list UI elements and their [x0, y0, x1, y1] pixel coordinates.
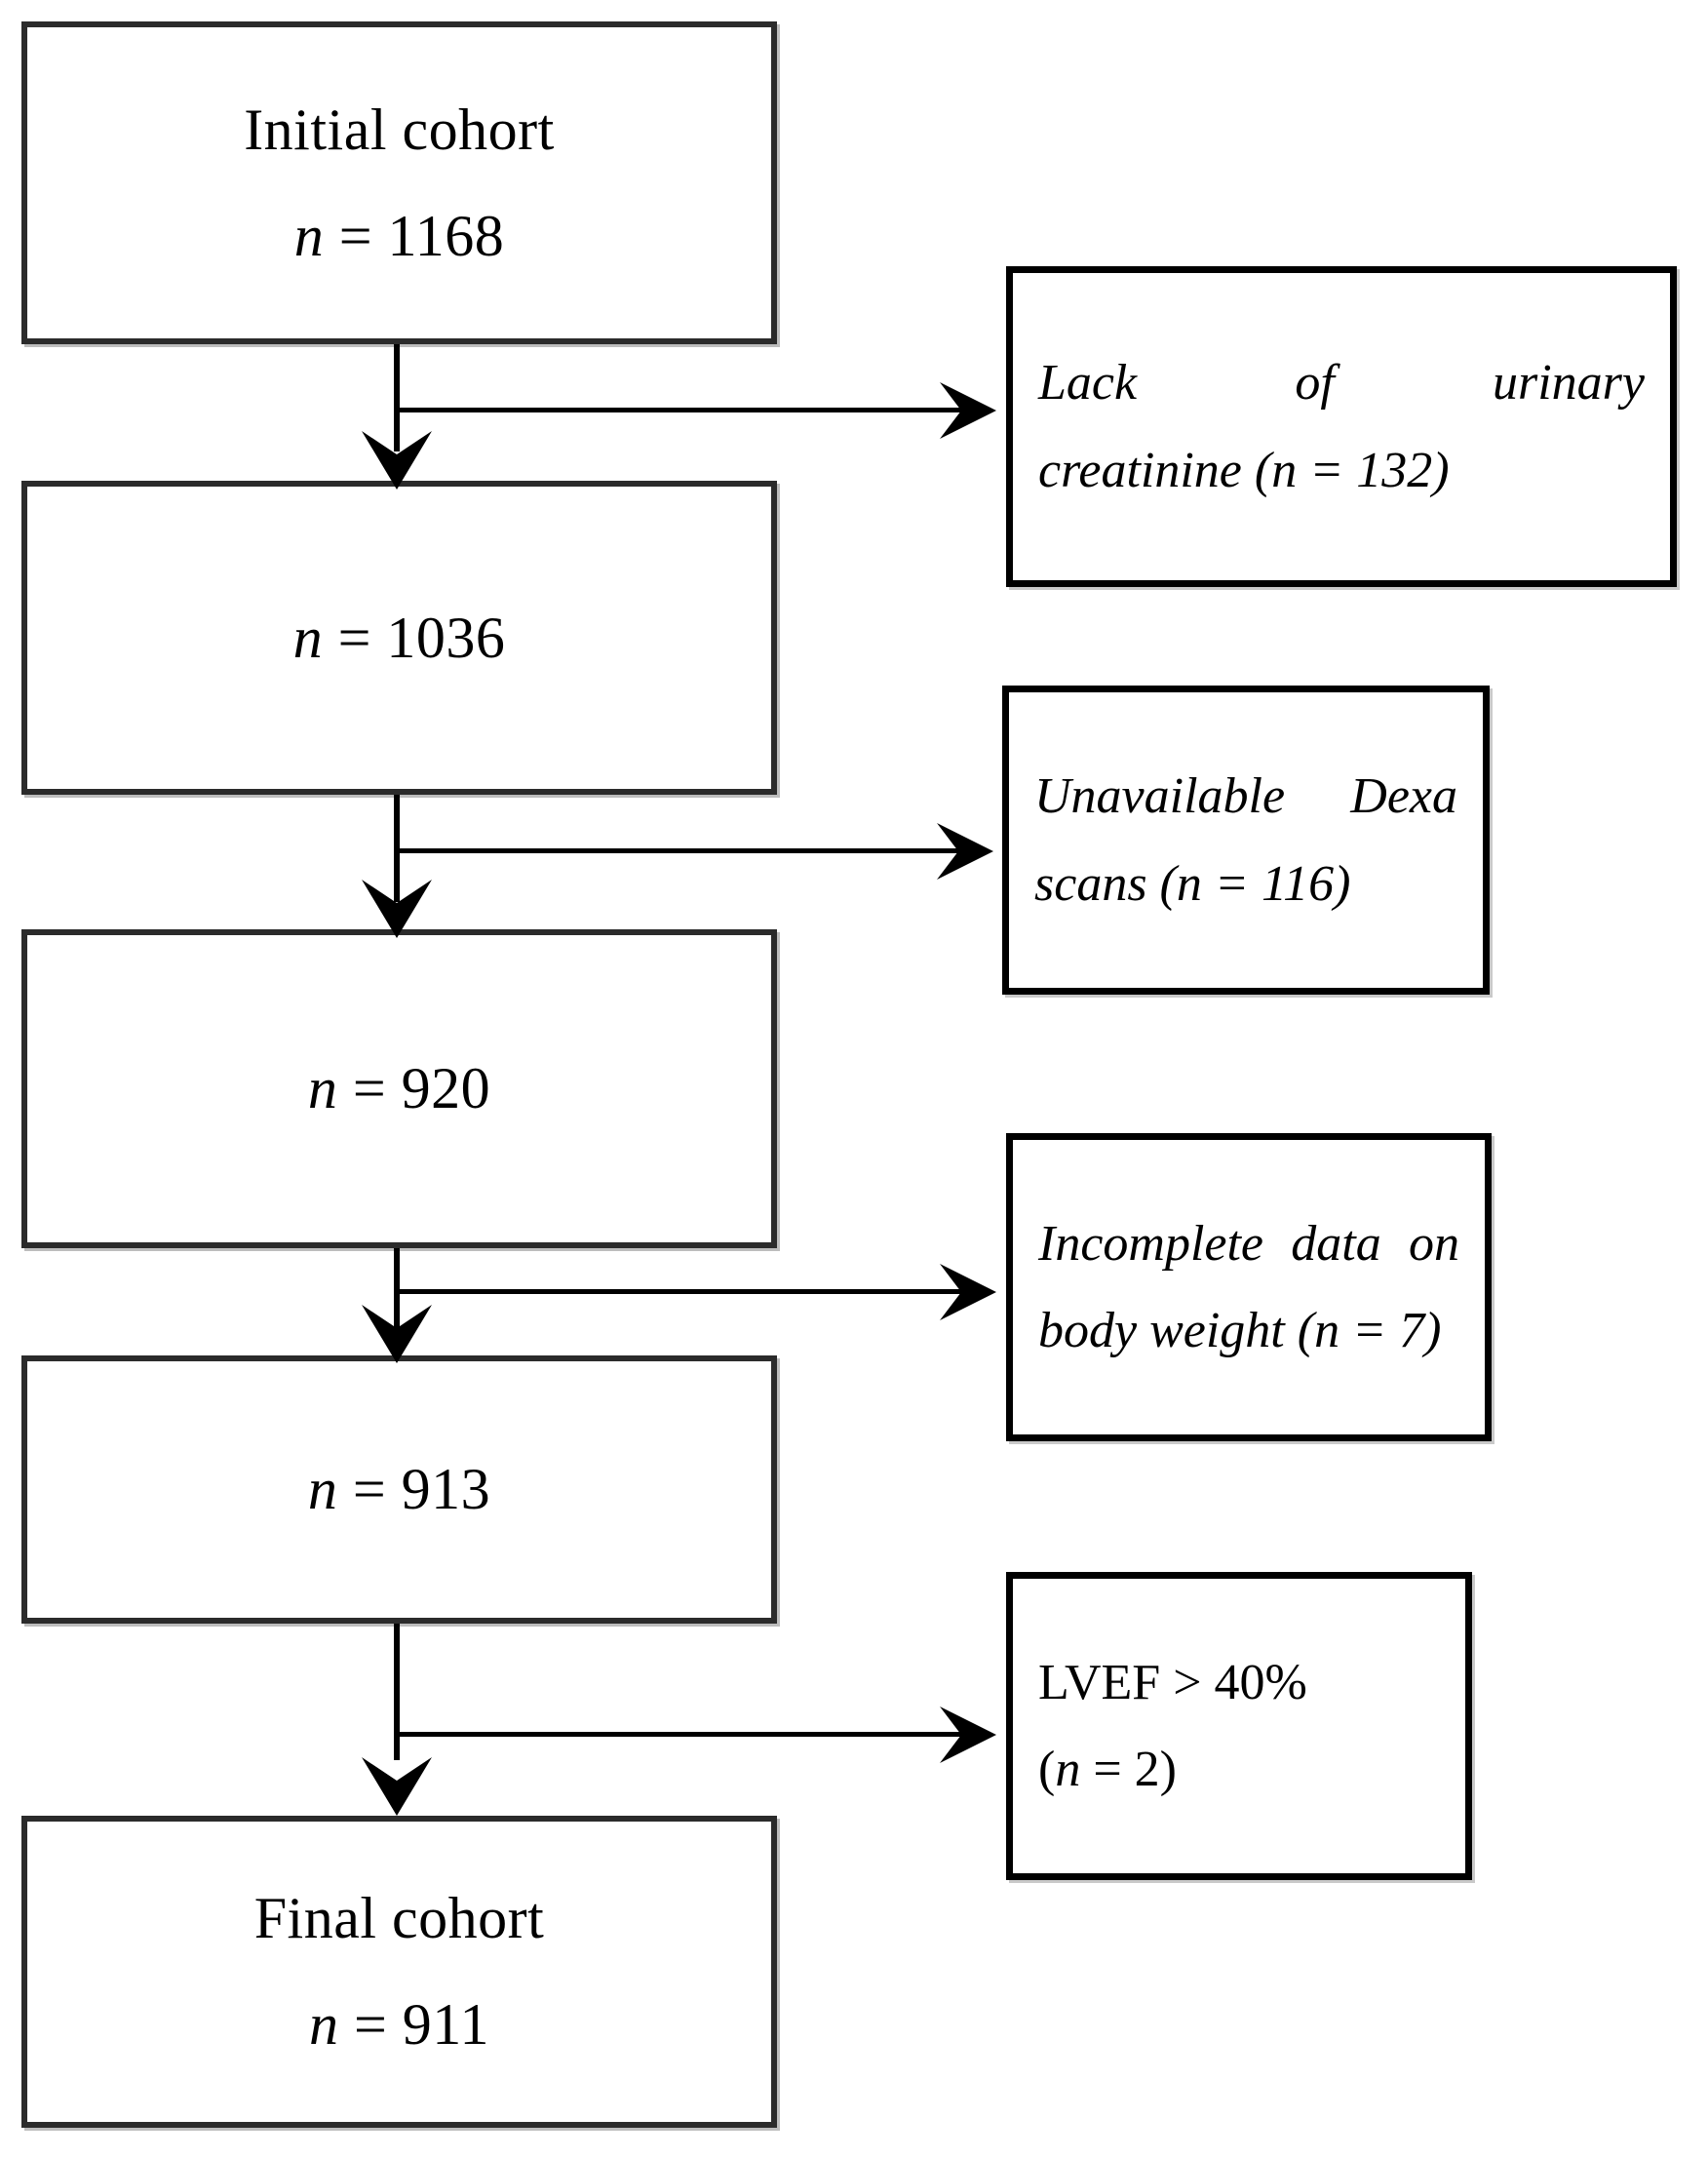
node-initial-cohort-count: n = 1168	[293, 203, 505, 268]
italic-n: n	[1314, 1303, 1340, 1358]
italic-n: n	[1176, 855, 1202, 912]
arrowhead-right-4	[936, 1705, 996, 1765]
node-lack-urinary-creatinine: Lack of urinary creatinine (n = 132)	[1006, 266, 1677, 587]
node-after-creatinine: n = 1036	[21, 481, 777, 795]
node-after-dexa-count: n = 920	[308, 1058, 490, 1119]
italic-n: n	[1271, 442, 1298, 498]
arrowhead-right-2	[933, 821, 993, 882]
node-after-body-weight-count: n = 913	[308, 1459, 490, 1520]
node-after-body-weight: n = 913	[21, 1355, 777, 1624]
connector-vertical-4	[394, 1624, 400, 1760]
node-lvef-over-40: LVEF > 40% (n = 2)	[1006, 1572, 1472, 1880]
exclusion-line-1: Incomplete data on	[1038, 1215, 1459, 1272]
node-initial-cohort: Initial cohort n = 1168	[21, 21, 777, 344]
equals-sign: =	[338, 1992, 403, 2057]
node-incomplete-body-weight: Incomplete data on body weight (n = 7)	[1006, 1133, 1492, 1441]
exclusion-text-lvef: LVEF > 40% (n = 2)	[1013, 1639, 1465, 1814]
count-value: 913	[401, 1457, 491, 1521]
node-final-cohort-count: n = 911	[309, 1994, 489, 2056]
italic-n: n	[1055, 1742, 1081, 1797]
italic-n: n	[307, 1056, 338, 1120]
exclusion-text-body-weight: Incomplete data on body weight (n = 7)	[1013, 1200, 1485, 1375]
node-initial-cohort-title: Initial cohort	[244, 97, 555, 162]
connector-vertical-1	[394, 344, 400, 451]
exclusion-line-2: (n = 2)	[1038, 1742, 1177, 1797]
connector-horizontal-4	[394, 1732, 979, 1737]
italic-n: n	[292, 605, 324, 670]
connector-horizontal-1	[394, 408, 979, 412]
node-final-cohort: Final cohort n = 911	[21, 1816, 777, 2128]
exclusion-text-dexa: Unavailable Dexa scans (n = 116)	[1009, 753, 1483, 927]
exclusion-line-2: scans (n = 116)	[1034, 855, 1351, 912]
equals-sign: =	[337, 1457, 402, 1521]
count-value: 911	[402, 1992, 490, 2057]
arrowhead-right-1	[936, 380, 996, 441]
italic-n: n	[307, 1457, 338, 1521]
count-value: 1036	[386, 605, 506, 670]
exclusion-line-1: Lack of urinary	[1038, 355, 1645, 412]
italic-n: n	[308, 1992, 339, 2057]
node-final-cohort-title: Final cohort	[253, 1886, 545, 1950]
equals-sign: =	[324, 203, 388, 268]
equals-sign: =	[337, 1056, 402, 1120]
exclusion-line-1: LVEF > 40%	[1038, 1654, 1307, 1710]
equals-sign: =	[323, 605, 387, 670]
count-value: 920	[401, 1056, 491, 1120]
exclusion-line-1: Unavailable Dexa	[1034, 768, 1457, 825]
exclusion-line-2: creatinine (n = 132)	[1038, 442, 1450, 498]
node-unavailable-dexa-scans: Unavailable Dexa scans (n = 116)	[1002, 686, 1490, 995]
arrowhead-right-3	[936, 1262, 996, 1322]
connector-vertical-3	[394, 1248, 400, 1354]
italic-n: n	[293, 203, 325, 268]
node-after-dexa: n = 920	[21, 929, 777, 1248]
connector-horizontal-2	[394, 848, 976, 853]
count-value: 1168	[387, 203, 505, 268]
node-after-creatinine-count: n = 1036	[292, 605, 506, 670]
exclusion-text-creatinine: Lack of urinary creatinine (n = 132)	[1013, 339, 1670, 514]
exclusion-line-2: body weight (n = 7)	[1038, 1303, 1442, 1358]
connector-horizontal-3	[394, 1289, 979, 1294]
